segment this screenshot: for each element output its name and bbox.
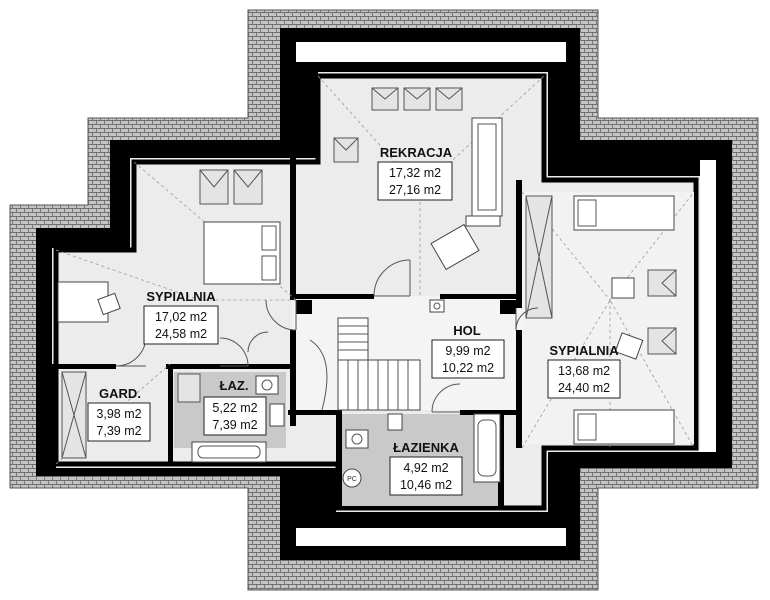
room-label-hol: HOL 9,99 m2 10,22 m2: [431, 323, 505, 379]
toilet-laz: [269, 403, 285, 427]
lazienka-fixtures: PC: [342, 299, 501, 488]
pc-fixture: [342, 468, 362, 488]
room-label-laz: ŁAZ. 5,22 m2 7,39 m2: [203, 378, 267, 436]
laz-shelf: [177, 373, 201, 403]
skylight-top-3: [435, 87, 463, 111]
boiler: [429, 299, 445, 313]
room-gross-area: 7,39 m2: [212, 418, 257, 432]
room-name: ŁAZ.: [220, 378, 249, 393]
roof-windows: [199, 87, 677, 355]
skylight-left-2: [233, 169, 263, 205]
room-name: REKRACJA: [380, 145, 453, 160]
room-label-rekracja: REKRACJA 17,32 m2 27,16 m2: [377, 145, 453, 201]
room-net-area: 3,98 m2: [96, 407, 141, 421]
bathtub-laz: [191, 441, 267, 463]
room-gross-area: 10,46 m2: [400, 478, 452, 492]
room-label-gard: GARD. 3,98 m2 7,39 m2: [87, 386, 151, 442]
bed-top: [573, 195, 675, 231]
toilet-lazienka: [387, 413, 403, 431]
skylight-top-2: [403, 87, 431, 111]
room-net-area: 13,68 m2: [558, 364, 610, 378]
room-name: HOL: [453, 323, 481, 338]
room-net-area: 4,92 m2: [403, 461, 448, 475]
room-net-area: 17,32 m2: [389, 166, 441, 180]
room-label-sypialnia-right: SYPIALNIA 13,68 m2 24,40 m2: [547, 343, 621, 399]
double-bed: [203, 221, 281, 285]
sink-laz: [255, 375, 279, 395]
room-name: SYPIALNIA: [146, 289, 216, 304]
room-gross-area: 24,40 m2: [558, 381, 610, 395]
room-net-area: 9,99 m2: [445, 344, 490, 358]
armchair: [430, 223, 480, 271]
doors: [115, 259, 539, 413]
room-label-lazienka: ŁAZIENKA 4,92 m2 10,46 m2: [389, 440, 463, 496]
skylight-right-2: [647, 327, 677, 355]
skylight-right-1: [647, 269, 677, 297]
staircase: [309, 317, 421, 411]
chair-right-2: [614, 332, 644, 360]
pc-label: PC: [347, 476, 357, 483]
room-name: SYPIALNIA: [549, 343, 619, 358]
left-bedroom-furniture: [57, 221, 281, 459]
skylight-left-1: [199, 169, 229, 205]
sofa: [471, 117, 503, 217]
room-gross-area: 7,39 m2: [96, 424, 141, 438]
bed-bottom: [573, 409, 675, 445]
chair-right-1: [611, 277, 635, 299]
room-gross-area: 10,22 m2: [442, 361, 494, 375]
room-gross-area: 24,58 m2: [155, 327, 207, 341]
room-label-sypialnia-left: SYPIALNIA 17,02 m2 24,58 m2: [143, 289, 219, 345]
sink-lazienka: [345, 429, 369, 449]
rekracja-furniture: [430, 117, 503, 271]
room-name: GARD.: [99, 386, 141, 401]
side-table: [465, 215, 501, 227]
desk-chair: [97, 292, 121, 316]
room-name: ŁAZIENKA: [393, 440, 459, 455]
skylight-top-1: [371, 87, 399, 111]
room-net-area: 17,02 m2: [155, 310, 207, 324]
room-net-area: 5,22 m2: [212, 401, 257, 415]
right-bedroom-furniture: [525, 195, 675, 445]
laz-fixtures: [177, 373, 285, 463]
eave-gap-top: [296, 42, 566, 62]
eave-gap-right: [700, 160, 716, 452]
eave-gap-bottom: [296, 528, 566, 546]
skylight-rek-left: [333, 137, 359, 163]
room-gross-area: 27,16 m2: [389, 183, 441, 197]
